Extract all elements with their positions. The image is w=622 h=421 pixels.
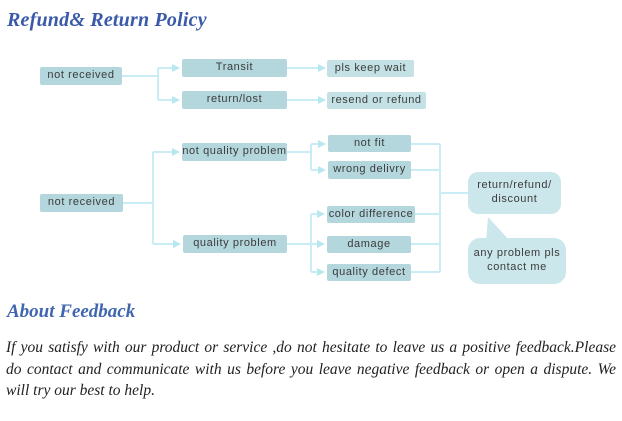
flow-node-pls-keep-wait: pls keep wait xyxy=(327,60,414,77)
flow-node-not-received-1: not received xyxy=(40,67,122,85)
feedback-line-1: If you satisfy with our product or servi… xyxy=(6,339,616,356)
speech-bubble-any-problem: any problem pls contact me xyxy=(468,238,566,284)
flow-node-quality-defect: quality defect xyxy=(327,264,411,281)
flow-node-resend-or-refund: resend or refund xyxy=(327,92,426,109)
flow-node-not-received-2: not received xyxy=(40,194,123,212)
flow-node-not-quality-problem: not quality problem xyxy=(182,143,287,161)
flow-node-wrong-delivry: wrong delivry xyxy=(328,161,411,179)
flow-node-return-refund-discount: return/refund/ discount xyxy=(468,172,561,214)
feedback-line-2: do contact and communicate with us befor… xyxy=(6,360,616,378)
flow-node-return-lost: return/lost xyxy=(182,91,287,109)
feedback-heading: About Feedback xyxy=(7,301,136,322)
flow-node-damage: damage xyxy=(327,236,411,253)
flow-node-color-difference: color difference xyxy=(327,206,415,223)
flow-node-quality-problem: quality problem xyxy=(183,235,287,253)
flow-node-transit: Transit xyxy=(182,59,287,77)
feedback-paragraph: If you satisfy with our product or servi… xyxy=(6,337,616,402)
speech-bubble-tail xyxy=(486,217,511,242)
page-title: Refund& Return Policy xyxy=(7,9,207,31)
feedback-line-3: will try our best to help. xyxy=(6,382,155,399)
flow-node-not-fit: not fit xyxy=(328,135,411,152)
